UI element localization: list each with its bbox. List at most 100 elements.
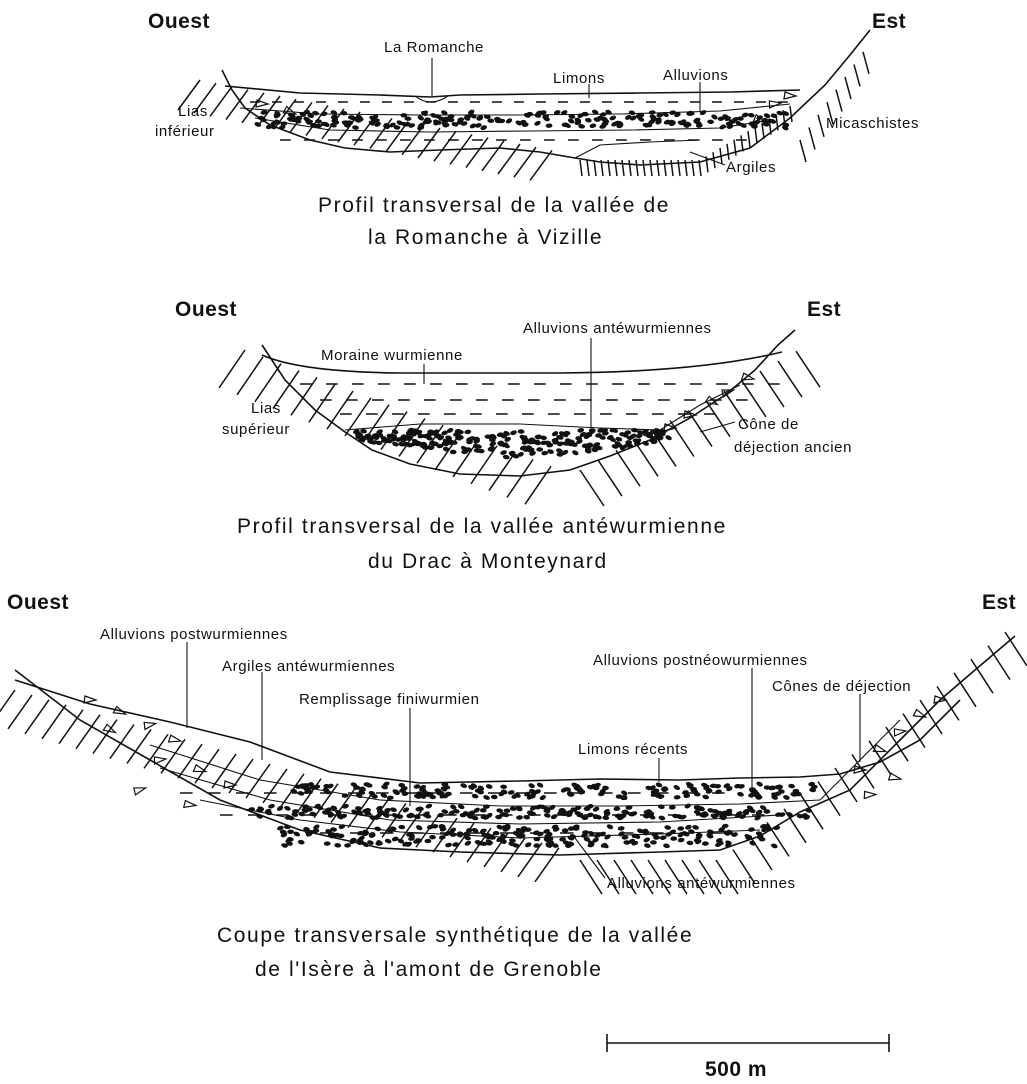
- pebble-mark: [747, 112, 754, 117]
- hatch-stroke: [507, 459, 533, 497]
- hatch-stroke: [309, 384, 335, 422]
- pebble-mark: [384, 838, 392, 844]
- hatch-stroke: [59, 710, 83, 744]
- pebble-mark: [342, 803, 350, 809]
- hatch-stroke: [809, 127, 815, 149]
- pebble-mark: [483, 794, 491, 801]
- hatch-stroke: [836, 90, 842, 112]
- hatch-stroke: [219, 350, 245, 388]
- caption-line-2: du Drac à Monteynard: [368, 550, 608, 573]
- pebble-mark: [338, 834, 345, 838]
- hatch-stroke: [587, 160, 589, 176]
- label-micaschistes: Micaschistes: [826, 115, 919, 132]
- hatch-stroke: [650, 160, 652, 176]
- hatch-stroke: [434, 131, 456, 161]
- hatch-stroke: [0, 690, 15, 724]
- pebble-mark: [589, 123, 597, 129]
- pebble-mark: [425, 839, 432, 843]
- scale-bar-label: 500 m: [705, 1058, 767, 1081]
- pebble-mark: [390, 807, 398, 813]
- hatch-stroke: [178, 744, 202, 778]
- pebble-mark: [644, 843, 652, 849]
- pebble-mark: [283, 805, 291, 812]
- scree-mark: [133, 784, 147, 795]
- hatch-stroke: [778, 361, 802, 397]
- pebble-mark: [535, 803, 543, 810]
- pebble-mark: [502, 454, 510, 460]
- pebble-mark: [692, 824, 700, 830]
- hatch-stroke: [988, 646, 1010, 680]
- pebble-mark: [715, 789, 723, 795]
- pebble-mark: [592, 806, 600, 813]
- pebble-mark: [533, 120, 541, 127]
- pebble-mark: [650, 840, 657, 845]
- scree-mark: [784, 92, 796, 99]
- pebble-mark: [602, 815, 609, 820]
- profile-romanche: Ouest Est La Romanche Limons Alluvions L…: [148, 10, 919, 249]
- caption-line-1: Profil transversal de la vallée antéwurm…: [237, 515, 727, 538]
- pebble-mark: [756, 781, 764, 788]
- micaschist-contact: [575, 140, 700, 158]
- pebble-mark: [628, 110, 636, 116]
- label-argiles-antewurmiennes: Argiles antéwurmiennes: [222, 658, 395, 675]
- pebble-mark: [464, 840, 472, 847]
- pebble-mark: [293, 831, 301, 838]
- pebble-mark: [491, 795, 498, 800]
- pebble-mark: [748, 827, 755, 833]
- pebble-mark: [500, 784, 507, 789]
- pebble-mark: [268, 803, 276, 809]
- east-label: Est: [807, 298, 841, 321]
- hatch-stroke: [327, 391, 353, 429]
- pebble-mark: [464, 429, 471, 434]
- hatch-stroke: [291, 377, 317, 415]
- pebble-mark: [670, 836, 677, 841]
- label-alluvions-postneowurmiennes: Alluvions postnéowurmiennes: [593, 652, 808, 669]
- pebble-mark: [673, 784, 681, 791]
- pebble-mark: [505, 117, 513, 124]
- pebble-mark: [545, 123, 552, 128]
- scree-mark: [169, 735, 182, 744]
- pebble-mark: [297, 839, 305, 845]
- pebble-mark: [442, 446, 450, 452]
- pebble-mark: [613, 806, 620, 811]
- profile-isere: Ouest Est Alluvions postwurmiennes Argil…: [0, 591, 1027, 981]
- hatch-stroke: [580, 470, 604, 506]
- pebble-mark: [677, 826, 684, 831]
- pebble-mark: [585, 117, 593, 123]
- west-label: Ouest: [7, 591, 69, 614]
- pebble-mark: [702, 794, 710, 800]
- hatch-stroke: [8, 695, 32, 729]
- hatch-stroke: [670, 421, 694, 457]
- pebble-mark: [425, 803, 433, 809]
- pebble-mark: [539, 794, 547, 801]
- pebble-mark: [556, 448, 564, 454]
- pebble-mark: [674, 795, 681, 800]
- label-alluvions-antewurmiennes: Alluvions antéwurmiennes: [523, 320, 712, 337]
- pebble-mark: [571, 449, 579, 456]
- label-argiles: Argiles: [726, 159, 776, 176]
- hatch-stroke: [594, 160, 596, 176]
- scree-mark: [768, 99, 781, 108]
- pebble-mark: [763, 112, 771, 119]
- pebble-mark: [524, 841, 532, 848]
- hatch-stroke: [226, 90, 248, 120]
- pebble-mark: [536, 447, 543, 452]
- label-dejection-ancien: déjection ancien: [734, 439, 852, 456]
- hatch-stroke: [616, 450, 640, 486]
- hatch-stroke: [210, 86, 232, 116]
- valley-outline: [15, 636, 1015, 855]
- pebble-mark: [768, 785, 776, 791]
- hatch-stroke: [742, 381, 766, 417]
- hatch-stroke: [790, 106, 792, 122]
- hatch-stroke: [760, 371, 784, 407]
- pebble-mark: [702, 841, 709, 845]
- label-lias: Lias: [178, 103, 208, 120]
- pebble-mark: [643, 837, 651, 844]
- pebble-mark: [543, 812, 551, 818]
- surface-line: [225, 86, 800, 97]
- label-la-romanche: La Romanche: [384, 39, 484, 56]
- pebble-mark: [710, 114, 718, 121]
- hatch-stroke: [629, 160, 631, 176]
- pebble-mark: [276, 805, 284, 812]
